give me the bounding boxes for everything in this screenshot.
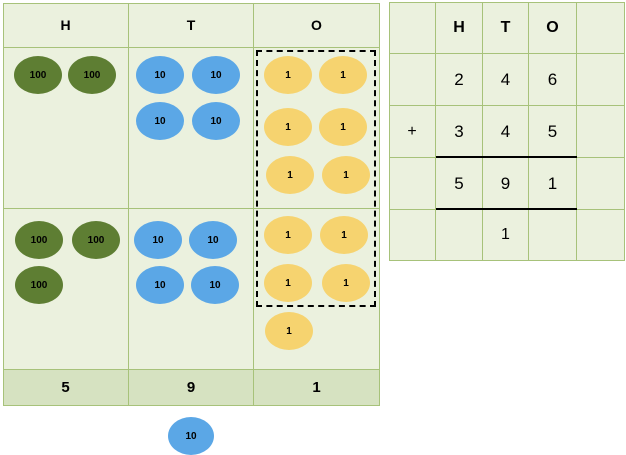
addend2-tens: 4 [483,106,529,158]
addend1-ones: 6 [529,54,577,106]
tens-counter: 10 [189,221,237,259]
total-tens: 9 [129,370,254,406]
grid-header-tens: T [483,2,529,54]
ones-counter: 1 [266,156,314,194]
ones-counter: 1 [322,264,370,302]
sum-ones: 1 [529,158,577,210]
addend2-ones: 5 [529,106,577,158]
ones-counter: 1 [320,216,368,254]
tens-counter: 10 [136,266,184,304]
sum-tens: 9 [483,158,529,210]
exchanged-ten-counter: 10 [168,417,214,455]
grid-blank-cell [577,158,625,210]
hundreds-counter: 100 [14,56,62,94]
tens-counter: 10 [191,266,239,304]
tens-counter: 10 [136,102,184,140]
sum-hundreds: 5 [436,158,483,210]
addend1-tens: 4 [483,54,529,106]
hundreds-counter: 100 [15,221,63,259]
tens-counter: 10 [134,221,182,259]
grid-blank-cell [577,210,625,261]
ones-counter: 1 [264,108,312,146]
grid-header-hundreds: H [436,2,483,54]
tens-counter: 10 [192,56,240,94]
plus-sign: + [389,106,436,158]
sum-rule-top [436,156,577,158]
grid-blank-cell [529,210,577,261]
hundreds-counter: 100 [15,266,63,304]
grid-blank-cell [577,106,625,158]
grid-blank-cell [389,210,436,261]
header-ones: O [254,3,380,48]
place-value-chart: H T O 5 9 1 100 100 10 10 10 10 1 1 1 1 … [3,3,380,406]
grid-blank-cell [577,54,625,106]
grid-header-ones: O [529,2,577,54]
addend2-hundreds: 3 [436,106,483,158]
total-hundreds: 5 [3,370,129,406]
ones-counter: 1 [264,216,312,254]
grid-blank-cell [577,2,625,54]
sum-rule-bottom [436,208,577,210]
total-ones: 1 [254,370,380,406]
grid-blank-cell [389,158,436,210]
ones-counter: 1 [264,56,312,94]
ones-counter: 1 [265,312,313,350]
hundreds-counter: 100 [68,56,116,94]
ones-counter: 1 [319,56,367,94]
column-addition-grid: H T O 2 4 6 + 3 4 5 5 9 1 1 [389,2,625,261]
grid-blank-cell [389,54,436,106]
header-hundreds: H [3,3,129,48]
header-tens: T [129,3,254,48]
addend1-hundreds: 2 [436,54,483,106]
tens-counter: 10 [192,102,240,140]
hundreds-counter: 100 [72,221,120,259]
ones-counter: 1 [319,108,367,146]
ones-counter: 1 [264,264,312,302]
carry-digit: 1 [483,210,529,261]
ones-counter: 1 [322,156,370,194]
tens-counter: 10 [136,56,184,94]
grid-blank-cell [436,210,483,261]
grid-blank-cell [389,2,436,54]
exchange-group-box [256,50,376,307]
